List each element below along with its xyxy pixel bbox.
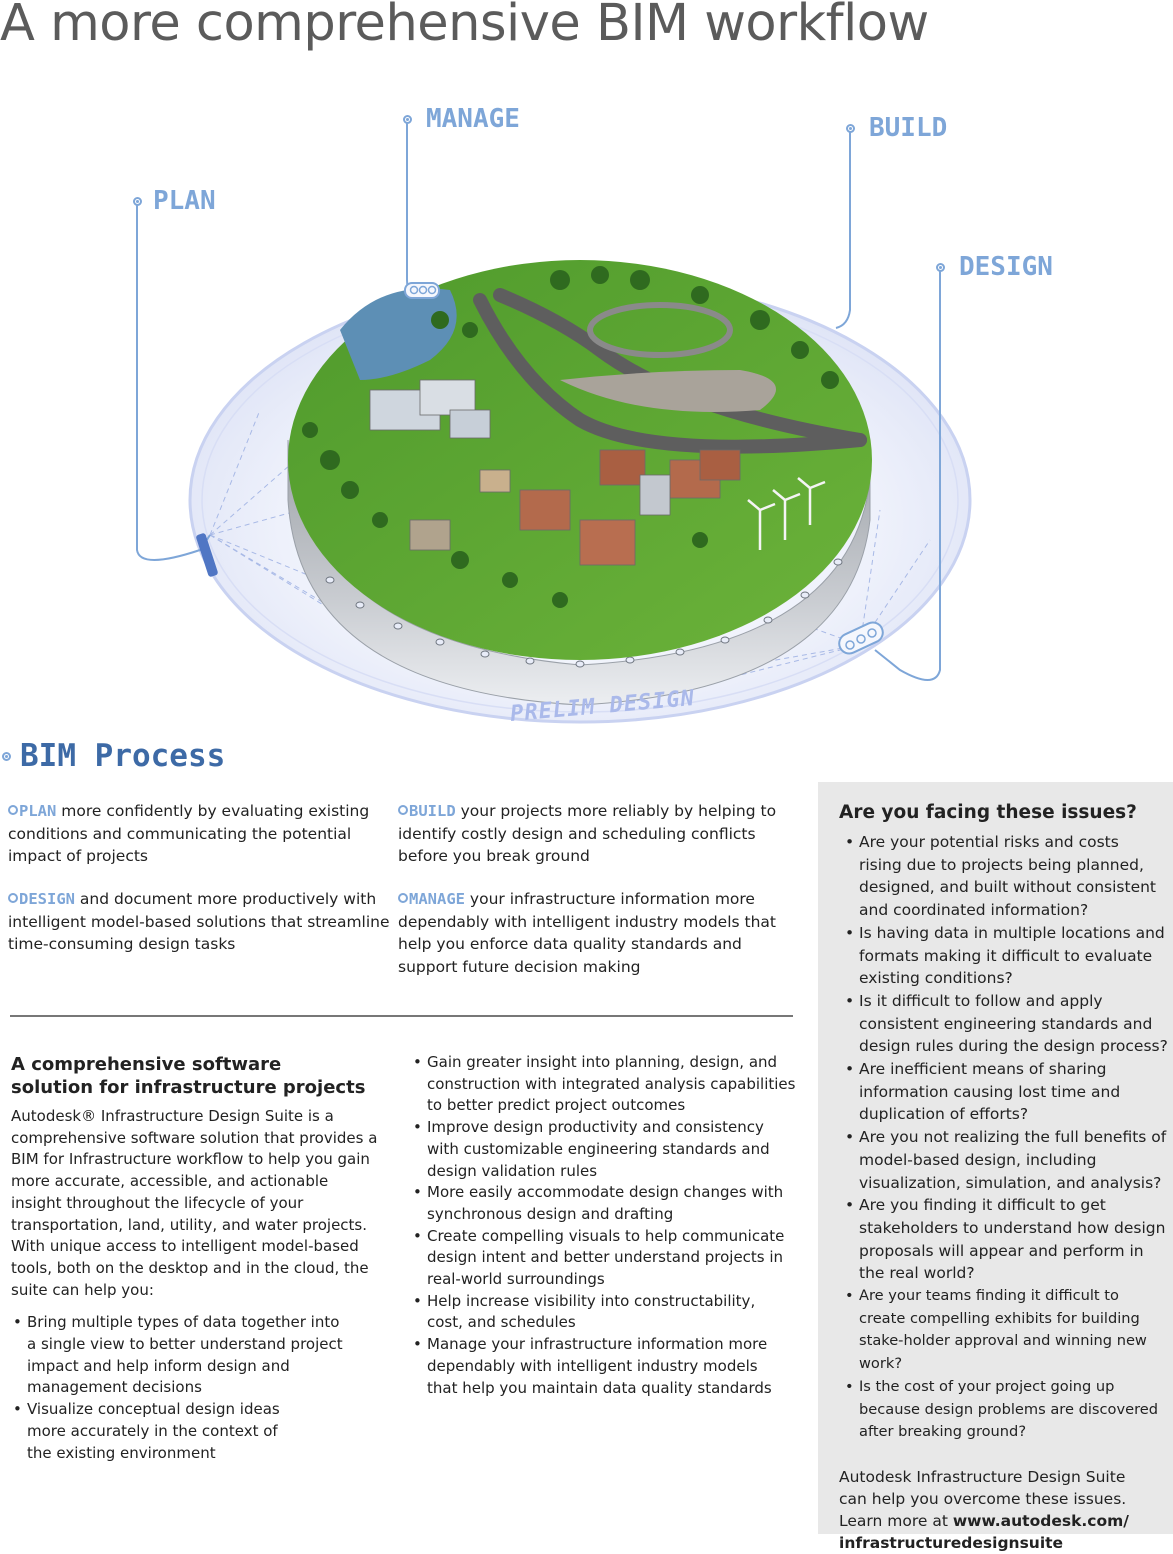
issues-sidebar: Are you facing these issues? Are your po…	[818, 782, 1173, 1552]
plan-dot-icon	[133, 197, 142, 206]
issues-list: Are your potential risks and costs risin…	[839, 831, 1169, 1444]
list-item: Bring multiple types of data together in…	[11, 1312, 351, 1399]
list-item: Are your teams finding it difficult to c…	[839, 1285, 1169, 1376]
process-keyword: BUILD	[409, 802, 456, 820]
list-item: Help increase visibility into constructa…	[411, 1291, 757, 1334]
manage-connector	[406, 120, 421, 296]
platform-top	[288, 260, 872, 660]
process-item-design: DESIGN and document more productively wi…	[8, 888, 393, 956]
solution-left-column: A comprehensive software solution for in…	[11, 1053, 381, 1464]
design-bullet-icon	[8, 893, 18, 903]
list-item: Are your potential risks and costs risin…	[839, 831, 1164, 922]
build-connector	[835, 130, 851, 329]
design-connector	[874, 270, 941, 681]
list-item: Are inefficient means of sharing informa…	[839, 1058, 1149, 1126]
solution-intro: Autodesk® Infrastructure Design Suite is…	[11, 1107, 378, 1299]
list-item: More easily accommodate design changes w…	[411, 1182, 796, 1225]
closing-text: Autodesk Infrastructure Design Suite can…	[839, 1467, 1127, 1530]
process-text: your infrastructure information more dep…	[398, 890, 776, 976]
process-keyword: MANAGE	[409, 890, 465, 908]
list-item: Manage your infrastructure information m…	[411, 1334, 782, 1399]
list-item: Improve design productivity and consiste…	[411, 1117, 796, 1182]
solution-heading: A comprehensive software solution for in…	[11, 1054, 366, 1098]
build-bullet-icon	[398, 805, 408, 815]
sidebar-heading: Are you facing these issues?	[839, 802, 1137, 823]
process-item-build: BUILD your projects more reliably by hel…	[398, 800, 788, 868]
stage-label-plan: PLAN	[153, 186, 216, 216]
section-divider	[10, 1015, 793, 1017]
water	[340, 288, 457, 380]
process-keyword: PLAN	[19, 802, 57, 820]
bim-process-heading: BIM Process	[20, 738, 226, 774]
bim-workflow-diagram: PLAN MANAGE BUILD DESIGN PRELIM DESIGN	[0, 80, 1173, 740]
process-text: your projects more reliably by helping t…	[398, 802, 777, 865]
solution-bullets-right: Gain greater insight into planning, desi…	[411, 1052, 796, 1399]
list-item: Is the cost of your project going up bec…	[839, 1376, 1169, 1444]
design-dot-icon	[936, 263, 945, 272]
plan-connector	[136, 202, 211, 561]
process-item-manage: MANAGE your infrastructure information m…	[398, 888, 798, 978]
list-item: Gain greater insight into planning, desi…	[411, 1052, 796, 1117]
page-title: A more comprehensive BIM workflow	[0, 0, 929, 53]
workflow-illustration	[136, 120, 972, 724]
sidebar-closing: Autodesk Infrastructure Design Suite can…	[839, 1466, 1129, 1554]
build-dot-icon	[846, 124, 855, 133]
manage-bullet-icon	[398, 893, 408, 903]
list-item: Are you finding it difficult to get stak…	[839, 1194, 1169, 1285]
design-capsule	[838, 621, 884, 655]
stage-label-design: DESIGN	[959, 252, 1053, 282]
bim-process-dot-icon	[2, 752, 11, 761]
list-item: Is having data in multiple locations and…	[839, 922, 1169, 990]
process-text: and document more productively with inte…	[8, 890, 390, 953]
solution-right-column: Gain greater insight into planning, desi…	[411, 1052, 796, 1399]
list-item: Create compelling visuals to help commun…	[411, 1226, 796, 1291]
plan-bullet-icon	[8, 805, 18, 815]
list-item: Visualize conceptual design ideas more a…	[11, 1399, 307, 1464]
list-item: Are you not realizing the full benefits …	[839, 1126, 1169, 1194]
solution-bullets-left: Bring multiple types of data together in…	[11, 1312, 351, 1464]
manage-dot-icon	[403, 115, 412, 124]
process-item-plan: PLAN more confidently by evaluating exis…	[8, 800, 388, 868]
buildings	[369, 379, 741, 566]
stage-label-build: BUILD	[869, 113, 948, 143]
stage-label-manage: MANAGE	[426, 104, 520, 134]
list-item: Is it difficult to follow and apply cons…	[839, 990, 1169, 1058]
process-text: more confidently by evaluating existing …	[8, 802, 370, 865]
process-keyword: DESIGN	[19, 890, 75, 908]
